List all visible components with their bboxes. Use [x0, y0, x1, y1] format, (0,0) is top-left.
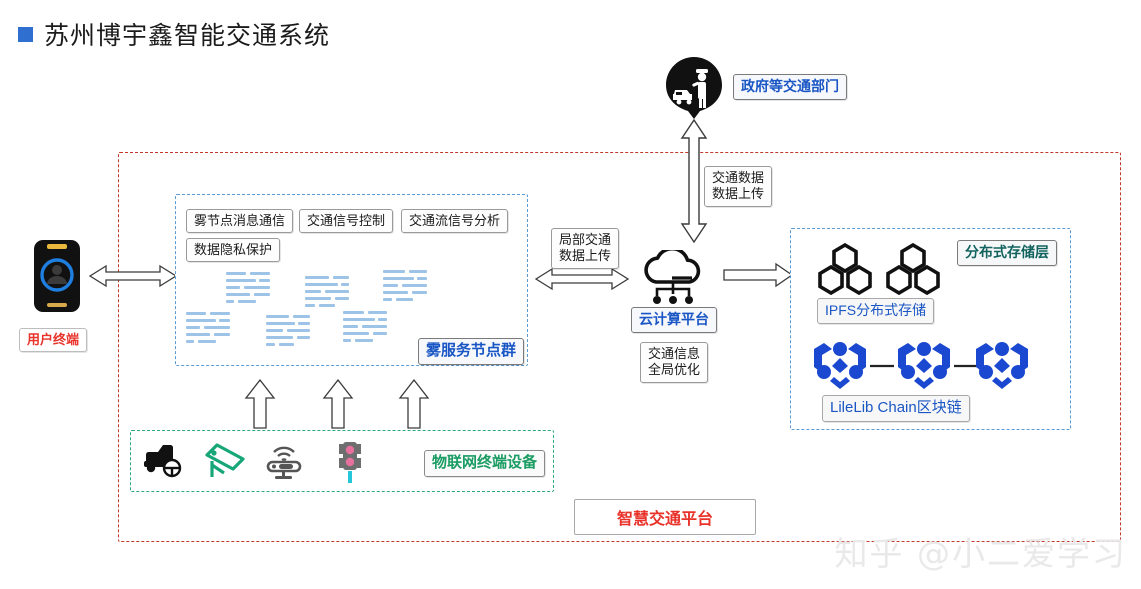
user-terminal-label: 用户终端 [19, 328, 88, 353]
smartphone-user-icon [34, 240, 80, 312]
cloud-storage-arrow [722, 262, 794, 293]
fog-service-1[interactable]: 交通信号控制 [299, 209, 394, 234]
government-label: 政府等交通部门 [733, 74, 847, 100]
user-fog-arrow [88, 262, 178, 295]
page-title-text: 苏州博宇鑫智能交通系统 [44, 22, 331, 50]
iot-fog-arrow [322, 378, 354, 435]
fog-cloud-arrow [534, 265, 630, 298]
traffic-police-icon [666, 57, 722, 119]
blockchain-label: LileLib Chain区块链 [822, 395, 970, 422]
watermark: 知乎 @小二爱学习 [834, 534, 1127, 573]
surveillance-camera-icon [203, 443, 247, 479]
connected-car-icon [144, 443, 184, 479]
roadside-sensor-icon [264, 440, 304, 480]
page-title: 苏州博宇鑫智能交通系统 [18, 16, 330, 52]
fog-cloud-uplink-label: 局部交通 数据上传 [551, 228, 619, 269]
platform-label-text: 智慧交通平台 [616, 511, 713, 528]
cloud-platform-label: 云计算平台 [631, 307, 717, 333]
hexagon-cluster-icon [816, 242, 874, 296]
storage-layer-label: 分布式存储层 [957, 240, 1057, 266]
cloud-computing-icon [636, 246, 710, 308]
fog-node-document-icon [343, 311, 389, 345]
iot-group-label: 物联网终端设备 [424, 450, 546, 477]
government-uplink-label: 交通数据 数据上传 [704, 166, 772, 207]
fog-node-document-icon [305, 276, 351, 310]
traffic-light-icon [331, 440, 369, 484]
fog-service-3[interactable]: 数据隐私保护 [186, 238, 281, 263]
fog-service-0[interactable]: 雾节点消息通信 [186, 209, 294, 234]
platform-label-box: 智慧交通平台 [574, 499, 756, 535]
fog-node-document-icon [226, 272, 272, 306]
blockchain-node-icon [808, 337, 1032, 393]
fog-group-label: 雾服务节点群 [418, 338, 525, 365]
hexagon-cluster-icon [884, 242, 942, 296]
title-bullet-icon [18, 26, 33, 42]
fog-node-document-icon [266, 315, 312, 349]
fog-node-document-icon [383, 270, 429, 304]
fog-service-2[interactable]: 交通流信号分析 [401, 209, 509, 234]
fog-node-document-icon [186, 312, 232, 346]
cloud-optimization-label: 交通信息 全局优化 [640, 342, 708, 383]
iot-fog-arrow [244, 378, 276, 435]
ipfs-storage-label: IPFS分布式存储 [817, 298, 935, 324]
smart-transport-platform-container [118, 152, 1121, 542]
iot-fog-arrow [398, 378, 430, 435]
cloud-government-arrow [676, 118, 712, 249]
